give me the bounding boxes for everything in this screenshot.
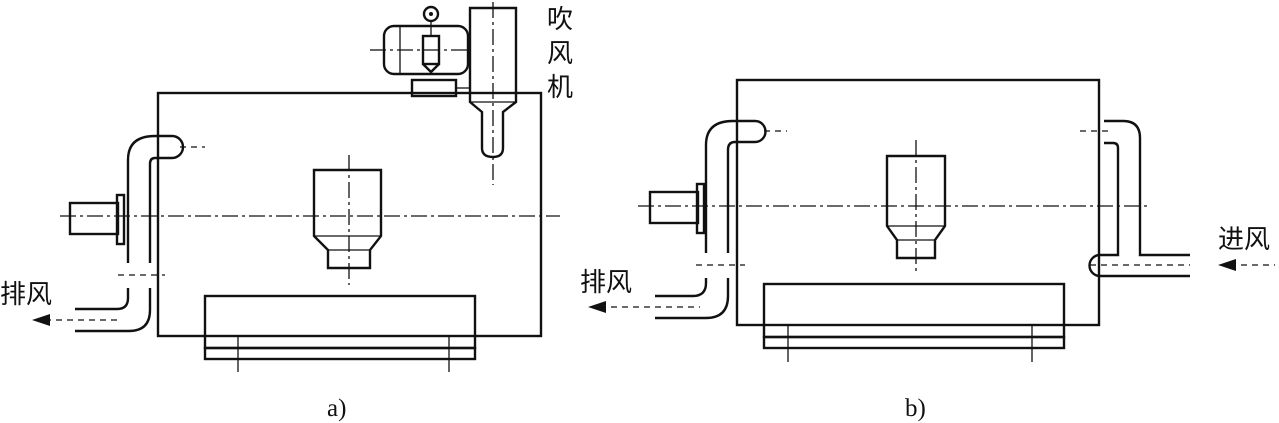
caption-b: b) [905, 395, 926, 422]
shaft-end-b [648, 182, 706, 235]
exhaust-arrow-a [32, 314, 120, 326]
intake-label-b: 进风 [1218, 225, 1270, 255]
exhaust-label-a: 排风 [0, 280, 52, 310]
machine-housing-a [156, 91, 543, 338]
intake-arrow-b [1218, 259, 1275, 271]
exhaust-arrow-b [588, 301, 700, 313]
intake-duct-b [1080, 119, 1190, 278]
figure-a: 排风 [0, 2, 573, 422]
caption-a: a) [327, 395, 346, 422]
base-plate-b [762, 282, 1066, 362]
exhaust-duct-a [75, 134, 205, 333]
exhaust-label-b: 排风 [580, 268, 632, 298]
exhaust-duct-b [655, 119, 787, 320]
central-hopper-b [885, 140, 947, 272]
blower-label-char-2: 风 [547, 39, 573, 69]
blower-label-char-3: 机 [547, 73, 573, 103]
base-plate-a [203, 294, 477, 372]
central-hopper-a [312, 155, 383, 285]
blower-a [370, 2, 518, 185]
figure-b: 排风 进风 b) [580, 78, 1275, 422]
shaft-end-a [68, 193, 126, 246]
machine-housing-b [735, 78, 1101, 327]
blower-label-char-1: 吹 [547, 5, 573, 35]
